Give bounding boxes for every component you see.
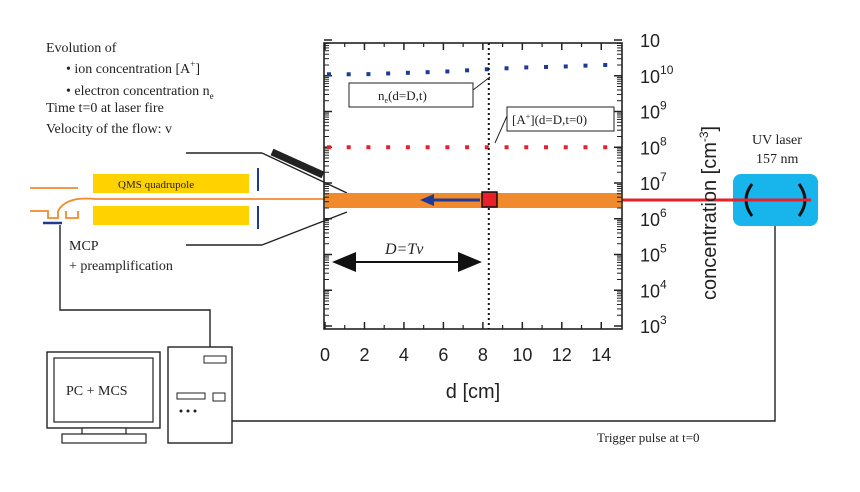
- electron-concentration-point: [425, 70, 430, 75]
- signal-cable: [59, 225, 211, 350]
- computer: PC + MCS: [46, 346, 233, 444]
- qms-rod-bottom: [93, 206, 249, 225]
- electron-concentration-point: [504, 66, 509, 71]
- ion-concentration-point: [583, 145, 588, 150]
- ion-concentration-point: [445, 145, 450, 150]
- ion-concentration-point: [544, 145, 549, 150]
- x-tick-label: 14: [591, 345, 611, 365]
- pc-led-1: [179, 409, 183, 413]
- electron-concentration-point: [386, 71, 391, 76]
- ne-label-leader: [472, 76, 491, 91]
- electron-concentration-point: [465, 68, 470, 73]
- ion-concentration-point: [326, 145, 331, 150]
- mcp-bracket-left: [30, 210, 59, 219]
- inlet-nozzle: [270, 148, 325, 179]
- y-axis-title: concentration [cm-3]: [697, 126, 721, 300]
- x-tick-label: 2: [359, 345, 369, 365]
- electron-concentration-point: [445, 69, 450, 74]
- qms-assembly: QMS quadrupole MCP + preamplification: [30, 148, 348, 274]
- electron-concentration-point: [544, 64, 549, 69]
- ion-label: [A+](d=D,t=0): [512, 112, 587, 127]
- trigger-label: Trigger pulse at t=0: [597, 430, 700, 445]
- ne-label-box: [348, 82, 474, 108]
- electron-concentration-point: [326, 72, 331, 77]
- y-tick-label: 10: [640, 31, 660, 51]
- x-tick-label: 4: [399, 345, 409, 365]
- x-tick-label: 8: [478, 345, 488, 365]
- notes-line-4: Time t=0 at laser fire: [46, 101, 164, 116]
- notes-line-1: Evolution of: [46, 41, 117, 56]
- notes-block: Evolution of • ion concentration [A+] • …: [46, 41, 214, 137]
- pc-button: [212, 392, 226, 402]
- y-tick-label: 109: [640, 99, 667, 123]
- monitor-neck: [81, 427, 127, 435]
- laser-label-1: UV laser: [752, 133, 802, 148]
- monitor-screen: [53, 357, 154, 423]
- ion-concentration-point: [405, 145, 410, 150]
- trigger-cable: [232, 226, 776, 422]
- electron-concentration-point: [405, 70, 410, 75]
- ion-concentration-point: [484, 145, 489, 150]
- y-tick-label: 108: [640, 134, 667, 158]
- pc-drive-2: [176, 392, 206, 400]
- mcp-bracket-right: [65, 211, 79, 219]
- notes-line-2: • ion concentration [A+]: [66, 59, 200, 77]
- ion-label-box: [506, 106, 615, 132]
- notes-line-3: • electron concentration ne: [66, 84, 214, 101]
- cone-line-top-2: [261, 152, 348, 194]
- qms-label: QMS quadrupole: [118, 179, 194, 191]
- x-axis-title: d [cm]: [446, 381, 500, 403]
- notes-line-5: Velocity of the flow: v: [46, 122, 172, 137]
- qms-rod-top: [93, 174, 249, 193]
- ion-label-leader: [494, 115, 508, 144]
- x-tick-label: 6: [438, 345, 448, 365]
- electron-concentration-point: [366, 72, 371, 77]
- monitor-stand: [61, 433, 147, 444]
- x-tick-label: 10: [512, 345, 532, 365]
- y-tick-label: 104: [640, 277, 667, 301]
- computer-label: PC + MCS: [66, 384, 128, 399]
- ion-concentration-point: [465, 145, 470, 150]
- pc-led-2: [186, 409, 190, 413]
- cone-line-bottom-2: [261, 211, 348, 246]
- ion-concentration-point: [346, 145, 351, 150]
- pc-drive-1: [203, 355, 227, 364]
- distance-label: D=Tv: [384, 241, 424, 258]
- x-ticks: 0 2 4 6 8 10 12 14: [320, 43, 611, 365]
- preamp-label: + preamplification: [69, 259, 173, 274]
- y-tick-label: 103: [640, 313, 667, 337]
- ion-path: [57, 197, 325, 212]
- y-tick-label: 106: [640, 206, 667, 230]
- y-tick-label: 1010: [640, 63, 674, 87]
- ion-concentration-point: [603, 145, 608, 150]
- ion-concentration-point: [425, 145, 430, 150]
- ion-concentration-point: [563, 145, 568, 150]
- flow-arrow-head: [420, 194, 434, 206]
- ion-concentration-point: [386, 145, 391, 150]
- sample-point-marker: [481, 191, 498, 208]
- mcp-label: MCP: [69, 239, 99, 254]
- ion-concentration-point: [524, 145, 529, 150]
- laser-label-2: 157 nm: [756, 152, 799, 167]
- y-tick-label: 105: [640, 242, 667, 266]
- electron-concentration-point: [603, 62, 608, 67]
- ion-concentration-point: [504, 145, 509, 150]
- electron-concentration-point: [583, 63, 588, 68]
- electron-concentration-point: [346, 72, 351, 77]
- x-tick-label: 12: [552, 345, 572, 365]
- electron-concentration-point: [563, 64, 568, 69]
- pc-led-3: [193, 409, 197, 413]
- series-layer: [326, 62, 608, 150]
- y-tick-label: 107: [640, 170, 667, 194]
- ne-label: ne(d=D,t): [378, 88, 427, 105]
- uv-laser: UV laser 157 nm: [733, 133, 818, 226]
- ion-concentration-point: [366, 145, 371, 150]
- electron-concentration-point: [484, 67, 489, 72]
- x-tick-label: 0: [320, 345, 330, 365]
- electron-concentration-point: [524, 65, 529, 70]
